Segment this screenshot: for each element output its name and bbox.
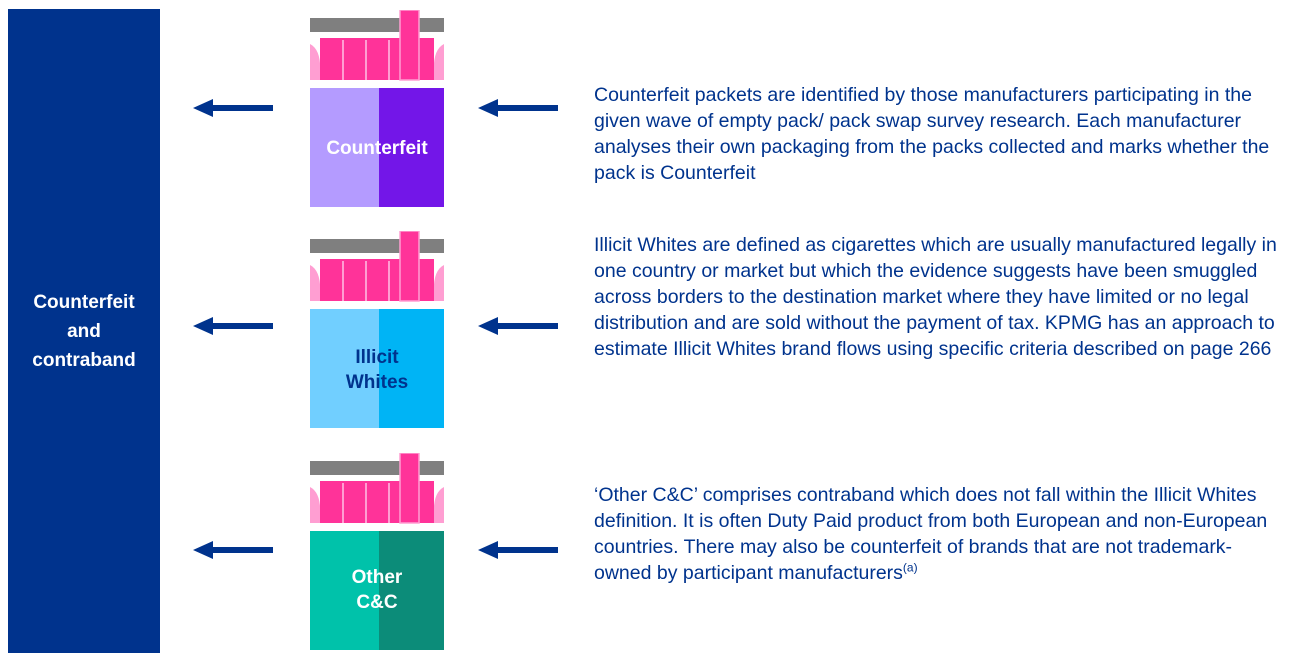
cigarette-pack-icon: [310, 231, 444, 428]
cigarette-pack-other-cc: Other C&C: [310, 453, 444, 650]
left-arrow-icon: [193, 99, 273, 117]
footnote-marker: (a): [902, 560, 918, 575]
pack-label-line: C&C: [356, 592, 398, 613]
pack-label: Other C&C: [310, 565, 444, 615]
left-arrow-icon: [193, 317, 273, 335]
category-bar-label: Counterfeit and contraband: [14, 288, 154, 375]
pack-label: Illicit Whites: [310, 345, 444, 395]
category-bar-label-line: and: [67, 320, 101, 342]
pack-label-line: Whites: [345, 372, 409, 393]
pack-label-line: Counterfeit: [326, 138, 428, 159]
category-bar-label-line: Counterfeit: [33, 291, 135, 313]
category-bar-label-line: contraband: [32, 349, 136, 371]
left-arrow-icon: [478, 317, 558, 335]
description-counterfeit: Counterfeit packets are identified by th…: [594, 82, 1284, 186]
pack-label-line: Other: [351, 567, 403, 588]
left-arrow-icon: [193, 541, 273, 559]
cigarette-pack-icon: [310, 10, 444, 207]
cigarette-pack-illicit-whites: Illicit Whites: [310, 231, 444, 428]
description-text: Counterfeit packets are identified by th…: [594, 84, 1270, 184]
cigarette-pack-icon: [310, 453, 444, 650]
cigarette-pack-counterfeit: Counterfeit: [310, 10, 444, 207]
pack-label: Counterfeit: [310, 136, 444, 161]
description-text: ‘Other C&C’ comprises contraband which d…: [594, 484, 1268, 584]
description-text: Illicit Whites are defined as cigarettes…: [594, 234, 1277, 360]
description-illicit-whites: Illicit Whites are defined as cigarettes…: [594, 232, 1284, 362]
left-arrow-icon: [478, 541, 558, 559]
category-bar: Counterfeit and contraband: [8, 9, 160, 653]
pack-label-line: Illicit: [355, 347, 399, 368]
left-arrow-icon: [478, 99, 558, 117]
description-other-cc: ‘Other C&C’ comprises contraband which d…: [594, 482, 1284, 586]
